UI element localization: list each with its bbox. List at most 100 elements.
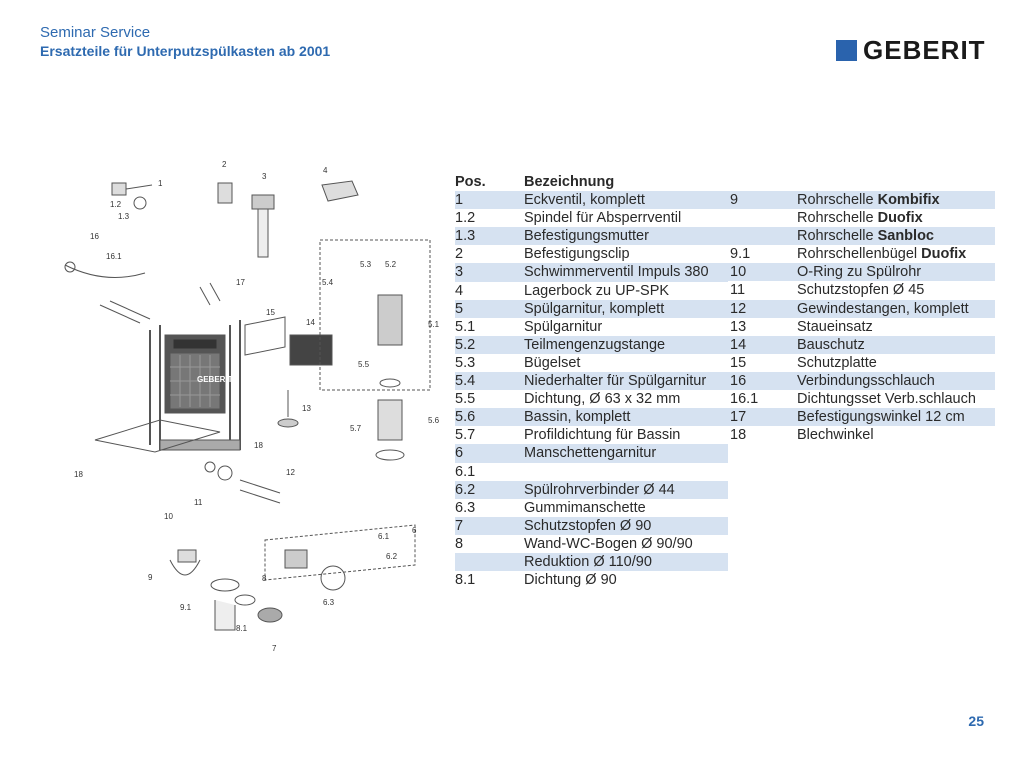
drawing-brand-label: GEBERIT — [197, 375, 233, 384]
callout-1-3: 1.3 — [118, 212, 130, 221]
table-row: 10 O-Ring zu Spülrohr — [728, 263, 995, 282]
callout-5-4: 5.4 — [322, 278, 334, 287]
table-row: Rohrschelle Sanbloc — [728, 227, 995, 246]
logo-text: GEBERIT — [863, 35, 986, 65]
row-pos: 6.3 — [455, 499, 476, 516]
table-row: Rohrschelle Duofix — [728, 209, 995, 227]
header-desc: Bezeichnung — [524, 174, 615, 190]
callout-12: 12 — [286, 468, 295, 477]
row-desc-text: Rohrschelle — [797, 228, 878, 245]
row-desc: Manschettengarnitur — [524, 445, 657, 462]
callout-6-3: 6.3 — [323, 598, 335, 607]
row-desc: O-Ring zu Spülrohr — [797, 263, 921, 281]
row-desc: Verbindungsschlauch — [797, 372, 935, 390]
row-desc-text: Befestigungswinkel 12 cm — [797, 409, 965, 426]
row-pos: 11 — [730, 282, 746, 299]
row-desc: Dichtung Ø 90 — [524, 572, 617, 589]
row-pos: 14 — [730, 336, 747, 353]
row-desc: Niederhalter für Spülgarnitur — [524, 373, 707, 390]
row-desc-text: Rohrschelle — [797, 210, 878, 227]
row-pos: 17 — [730, 409, 747, 426]
exploded-parts-drawing: GEBERIT 1 1.2 1.3 2 3 4 16 16.1 17 15 14… — [40, 155, 440, 660]
row-pos: 1.2 — [455, 210, 476, 227]
row-pos: 5.3 — [455, 354, 476, 371]
table-row: 17 Befestigungswinkel 12 cm — [728, 408, 995, 427]
row-desc-text: Staueinsatz — [797, 318, 873, 335]
callout-16-1: 16.1 — [106, 252, 122, 261]
drawing-callouts: 1 1.2 1.3 2 3 4 16 16.1 17 15 14 13 5.4 … — [74, 160, 440, 653]
row-desc-text: Dichtungsset Verb.schlauch — [797, 391, 976, 408]
table-row: 12 Gewindestangen, komplett — [728, 299, 995, 318]
row-pos: 1 — [455, 192, 464, 209]
row-pos: 16.1 — [730, 391, 759, 408]
callout-15: 15 — [266, 308, 275, 317]
parts-table-left: Pos. Bezeichnung 1 Eckventil, komplett 1.2… — [455, 173, 728, 589]
callout-1-2: 1.2 — [110, 200, 122, 209]
row-desc: Gewindestangen, komplett — [797, 300, 969, 318]
row-desc-brand: Duofix — [877, 210, 923, 227]
table-row: 16 Verbindungsschlauch — [728, 371, 995, 391]
row-pos: 9.1 — [730, 246, 751, 263]
row-pos: 10 — [730, 264, 747, 281]
callout-11: 11 — [194, 498, 203, 507]
callout-6-2: 6.2 — [386, 552, 398, 561]
row-desc: Wand-WC-Bogen Ø 90/90 — [524, 535, 693, 552]
row-pos: 7 — [455, 517, 464, 534]
row-desc: Spülgarnitur, komplett — [524, 300, 665, 317]
row-desc-text: Gewindestangen, komplett — [797, 300, 969, 317]
row-desc: Teilmengenzugstange — [524, 336, 666, 353]
table-row: 5.3 Bügelset — [455, 354, 728, 372]
callout-9: 9 — [148, 573, 153, 582]
row-pos: 4 — [455, 282, 464, 299]
callout-5-2: 5.2 — [385, 260, 397, 269]
row-pos: 6.1 — [455, 463, 476, 480]
row-desc: Bauschutz — [797, 336, 865, 354]
header-subtitle: Ersatzteile für Unterputzspülkasten ab 2… — [40, 43, 331, 59]
row-desc-text: Verbindungsschlauch — [797, 372, 935, 389]
callout-9-1: 9.1 — [180, 603, 192, 612]
row-desc: Rohrschelle Kombifix — [797, 191, 940, 209]
callout-18a: 18 — [254, 441, 263, 450]
row-pos: 12 — [730, 300, 747, 317]
callout-5-1: 5.1 — [428, 320, 440, 329]
row-pos: 15 — [730, 354, 747, 371]
row-desc: Eckventil, komplett — [524, 192, 645, 209]
row-desc-text: Rohrschellenbügel — [797, 246, 922, 263]
table-row: 14 Bauschutz — [728, 335, 995, 354]
callout-8-1: 8.1 — [236, 624, 248, 633]
callout-16: 16 — [90, 232, 99, 241]
row-desc-text: Rohrschelle — [797, 192, 878, 208]
row-desc: Bassin, komplett — [524, 409, 631, 426]
table-row: 11 Schutzstopfen Ø 45 — [728, 281, 995, 299]
row-desc: Bügelset — [524, 354, 581, 371]
callout-18b: 18 — [74, 470, 83, 479]
row-desc-brand: Kombifix — [877, 192, 940, 208]
row-desc-text: Bauschutz — [797, 336, 865, 353]
row-pos: 9 — [730, 192, 739, 208]
callout-7: 7 — [272, 644, 277, 653]
row-pos: 16 — [730, 372, 747, 389]
row-desc-text: Schutzplatte — [797, 354, 877, 371]
row-desc-text: Schutzstopfen Ø 45 — [797, 282, 925, 299]
geberit-logo: GEBERIT — [836, 35, 986, 65]
row-desc: Blechwinkel — [797, 426, 874, 444]
callout-5-6: 5.6 — [428, 416, 440, 425]
row-desc: Dichtungsset Verb.schlauch — [797, 390, 976, 408]
header-pos: Pos. — [455, 174, 486, 190]
row-desc: Dichtung, Ø 63 x 32 mm — [524, 391, 681, 408]
header-title: Seminar Service — [40, 24, 151, 41]
callout-6-1: 6.1 — [378, 532, 390, 541]
table-row: 16.1 Dichtungsset Verb.schlauch — [728, 390, 995, 408]
